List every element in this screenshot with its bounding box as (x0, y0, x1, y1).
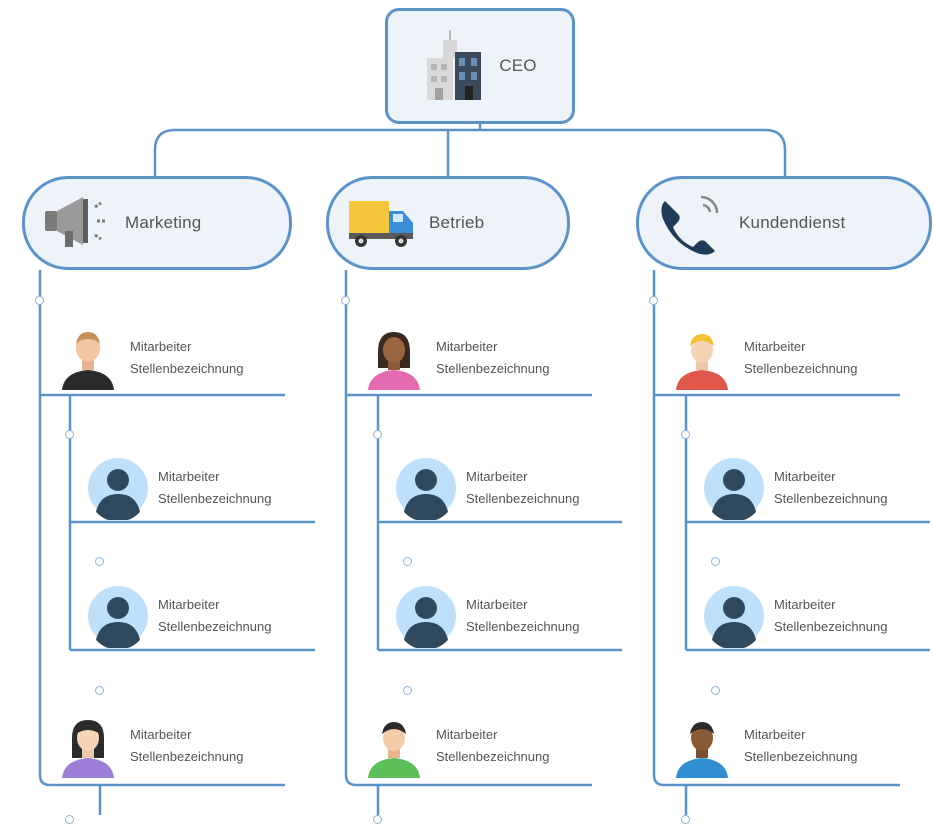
collapse-handle[interactable] (403, 686, 412, 695)
employee-card[interactable]: Mitarbeiter Stellenbezeichnung (362, 326, 549, 390)
department-node-betrieb[interactable]: Betrieb (326, 176, 570, 270)
employee-job-title: Stellenbezeichnung (130, 361, 244, 376)
employee-card[interactable]: Mitarbeiter Stellenbezeichnung (396, 456, 579, 520)
employee-job-title: Stellenbezeichnung (436, 361, 550, 376)
employee-card[interactable]: Mitarbeiter Stellenbezeichnung (56, 326, 243, 390)
employee-title: Mitarbeiter (130, 727, 192, 742)
placeholder-avatar-icon (396, 458, 456, 520)
employee-title: Mitarbeiter (130, 339, 192, 354)
placeholder-avatar-icon (704, 458, 764, 520)
employee-job-title: Stellenbezeichnung (774, 491, 888, 506)
employee-title: Mitarbeiter (774, 469, 836, 484)
ceo-label: CEO (499, 56, 537, 75)
employee-job-title: Stellenbezeichnung (744, 361, 858, 376)
employee-title: Mitarbeiter (744, 727, 806, 742)
employee-job-title: Stellenbezeichnung (774, 619, 888, 634)
woman-avatar-pink-icon (368, 332, 420, 390)
phone-ringing-icon (661, 195, 719, 255)
employee-card[interactable]: Mitarbeiter Stellenbezeichnung (670, 714, 857, 778)
collapse-handle[interactable] (35, 296, 44, 305)
employee-job-title: Stellenbezeichnung (436, 749, 550, 764)
department-label: Kundendienst (739, 213, 846, 232)
placeholder-avatar-icon (396, 586, 456, 648)
collapse-handle[interactable] (711, 686, 720, 695)
employee-job-title: Stellenbezeichnung (158, 491, 272, 506)
collapse-handle[interactable] (95, 557, 104, 566)
collapse-handle[interactable] (681, 430, 690, 439)
collapse-handle[interactable] (403, 557, 412, 566)
department-node-kundendienst[interactable]: Kundendienst (636, 176, 932, 270)
employee-job-title: Stellenbezeichnung (744, 749, 858, 764)
employee-card[interactable]: Mitarbeiter Stellenbezeichnung (88, 456, 271, 520)
employee-job-title: Stellenbezeichnung (466, 619, 580, 634)
employee-card[interactable]: Mitarbeiter Stellenbezeichnung (362, 714, 549, 778)
employee-card[interactable]: Mitarbeiter Stellenbezeichnung (704, 456, 887, 520)
employee-title: Mitarbeiter (466, 469, 528, 484)
collapse-handle[interactable] (341, 296, 350, 305)
collapse-handle[interactable] (95, 686, 104, 695)
employee-title: Mitarbeiter (158, 469, 220, 484)
employee-title: Mitarbeiter (466, 597, 528, 612)
office-building-icon (427, 30, 482, 100)
employee-title: Mitarbeiter (436, 339, 498, 354)
employee-title: Mitarbeiter (158, 597, 220, 612)
employee-title: Mitarbeiter (774, 597, 836, 612)
employee-title: Mitarbeiter (436, 727, 498, 742)
department-node-marketing[interactable]: Marketing (22, 176, 292, 270)
department-label: Betrieb (429, 213, 485, 232)
collapse-handle[interactable] (65, 430, 74, 439)
placeholder-avatar-icon (88, 586, 148, 648)
employee-card[interactable]: Mitarbeiter Stellenbezeichnung (704, 584, 887, 648)
collapse-handle[interactable] (711, 557, 720, 566)
placeholder-avatar-icon (704, 586, 764, 648)
collapse-handle[interactable] (649, 296, 658, 305)
man-avatar-red-icon (676, 334, 728, 390)
employee-card[interactable]: Mitarbeiter Stellenbezeichnung (56, 714, 243, 778)
employee-job-title: Stellenbezeichnung (130, 749, 244, 764)
employee-card[interactable]: Mitarbeiter Stellenbezeichnung (88, 584, 271, 648)
collapse-handle[interactable] (373, 430, 382, 439)
employee-title: Mitarbeiter (744, 339, 806, 354)
employee-card[interactable]: Mitarbeiter Stellenbezeichnung (396, 584, 579, 648)
delivery-truck-icon (349, 201, 413, 247)
collapse-handle[interactable] (681, 815, 690, 824)
man-avatar-green-icon (368, 722, 420, 778)
man-avatar-black-shirt-icon (62, 332, 114, 390)
ceo-node[interactable]: CEO (385, 8, 575, 124)
megaphone-icon (45, 197, 105, 247)
employee-job-title: Stellenbezeichnung (158, 619, 272, 634)
collapse-handle[interactable] (373, 815, 382, 824)
employee-card[interactable]: Mitarbeiter Stellenbezeichnung (670, 326, 857, 390)
department-label: Marketing (125, 213, 202, 232)
employee-job-title: Stellenbezeichnung (466, 491, 580, 506)
placeholder-avatar-icon (88, 458, 148, 520)
woman-avatar-purple-icon (62, 720, 114, 778)
man-avatar-blue-icon (676, 722, 728, 778)
collapse-handle[interactable] (65, 815, 74, 824)
